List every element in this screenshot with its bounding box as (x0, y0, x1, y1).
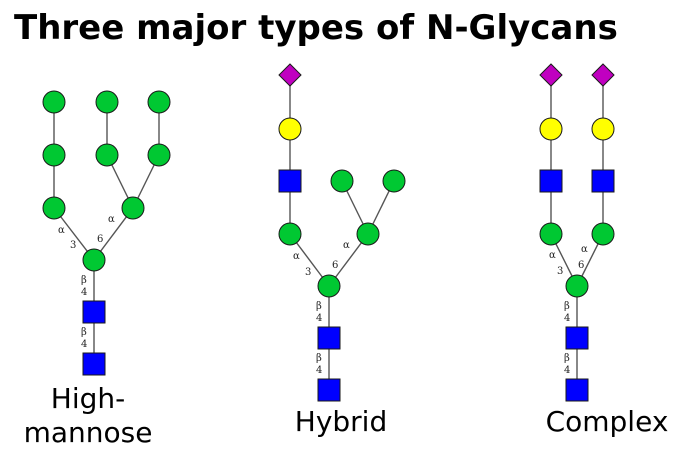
glcnac-residue (565, 378, 589, 402)
linkage-alpha-label: α (58, 225, 65, 236)
mannose-residue (147, 143, 171, 167)
mannose-residue (42, 90, 66, 114)
glcnac-residue (278, 169, 302, 193)
page-title: Three major types of N-Glycans (14, 8, 618, 48)
linkage-6-label: 6 (97, 234, 103, 245)
linkage-4-label: 4 (81, 339, 87, 350)
mannose-core-residue (317, 274, 341, 298)
glcnac-residue (539, 169, 563, 193)
glcnac-residue (82, 300, 106, 324)
linkage-alpha-label: α (581, 244, 588, 255)
hybrid-caption: Hybrid (294, 405, 388, 438)
linkage-3-label: 3 (305, 267, 311, 278)
mannose-residue (330, 169, 354, 193)
linkage-3-label: 3 (70, 240, 76, 251)
mannose-residue (539, 222, 563, 246)
mannose-residue (42, 196, 66, 220)
hybrid-structure: α 3 α 6 β 4 β 4 (278, 63, 406, 402)
linkage-beta-label: β (564, 301, 570, 312)
high-mannose-structure: α 3 α 6 β 4 β 4 (42, 90, 171, 376)
linkage-beta-label: β (316, 301, 322, 312)
mannose-residue (95, 90, 119, 114)
linkage-4-label: 4 (81, 287, 87, 298)
complex-caption: Complex (545, 405, 669, 438)
linkage-beta-label: β (81, 327, 87, 338)
galactose-residue (539, 117, 563, 141)
galactose-residue (278, 117, 302, 141)
mannose-core-residue (565, 274, 589, 298)
glcnac-residue (317, 378, 341, 402)
mannose-residue (147, 90, 171, 114)
linkage-beta-label: β (316, 353, 322, 364)
neuac-residue (539, 63, 563, 87)
mannose-residue (382, 169, 406, 193)
high-mannose-caption: High- mannose (18, 382, 158, 450)
linkage-alpha-label: α (108, 214, 115, 225)
mannose-residue (278, 222, 302, 246)
glcnac-residue (565, 326, 589, 350)
high-mannose-caption-line1: High- (50, 382, 126, 415)
neuac-residue (591, 63, 615, 87)
mannose-residue (121, 196, 145, 220)
linkage-4-label: 4 (316, 365, 322, 376)
neuac-residue (278, 63, 302, 87)
glcnac-residue (591, 169, 615, 193)
linkage-6-label: 6 (578, 260, 584, 271)
complex-structure: α 3 α 6 β 4 β 4 (539, 63, 615, 402)
linkage-3-label: 3 (557, 266, 563, 277)
glcnac-residue (82, 352, 106, 376)
linkage-beta-label: β (564, 353, 570, 364)
mannose-residue (356, 222, 380, 246)
mannose-core-residue (82, 248, 106, 272)
linkage-alpha-label: α (293, 251, 300, 262)
high-mannose-caption-line2: mannose (23, 416, 153, 449)
linkage-alpha-label: α (549, 250, 556, 261)
galactose-residue (591, 117, 615, 141)
linkage-alpha-label: α (343, 240, 350, 251)
mannose-residue (95, 143, 119, 167)
linkage-beta-label: β (81, 275, 87, 286)
linkage-4-label: 4 (564, 313, 570, 324)
glcnac-residue (317, 326, 341, 350)
mannose-residue (42, 143, 66, 167)
linkage-4-label: 4 (564, 365, 570, 376)
mannose-residue (591, 222, 615, 246)
linkage-6-label: 6 (332, 260, 338, 271)
linkage-4-label: 4 (316, 313, 322, 324)
